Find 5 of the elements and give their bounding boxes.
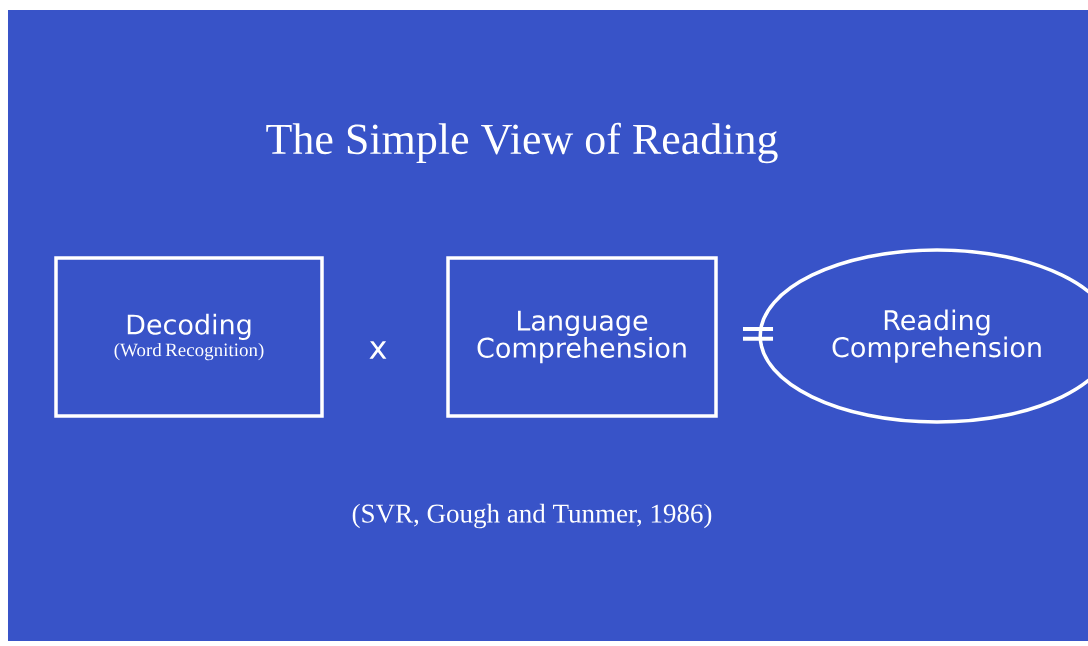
operator-sign: x — [369, 341, 387, 359]
text-box: Decoding (Word Recognition) — [54, 256, 324, 418]
text-box: Language Comprehension — [446, 256, 718, 418]
title: The Simple View of Reading — [266, 122, 778, 164]
citation: (SVR, Gough and Tunmer, 1986) — [352, 503, 712, 529]
